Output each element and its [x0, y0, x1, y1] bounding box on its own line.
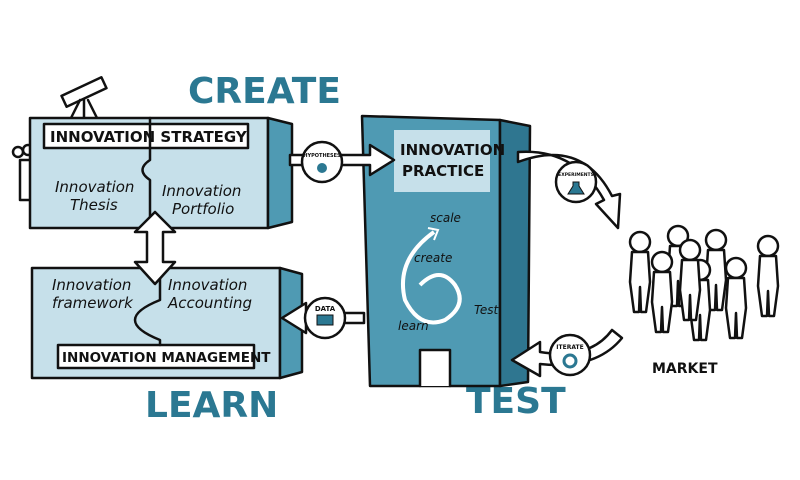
innovation-practice-tower: INNOVATION PRACTICE scale create Test le…: [360, 114, 532, 388]
svg-text:EXPERIMENTS: EXPERIMENTS: [558, 172, 594, 178]
puzzle-icon: [317, 163, 327, 173]
person-icon: [678, 238, 702, 322]
cycle-learn: learn: [398, 319, 429, 333]
iterate-arrow: [510, 328, 624, 378]
svg-text:HYPOTHESES: HYPOTHESES: [303, 153, 341, 159]
cycle-arrow-icon: [400, 230, 462, 325]
practice-title-2: PRACTICE: [402, 162, 484, 180]
cycle-test: Test: [474, 303, 499, 317]
svg-text:ITERATE: ITERATE: [556, 344, 583, 351]
strategy-header: INNOVATION STRATEGY: [50, 128, 248, 146]
innovation-strategy-box: INNOVATION STRATEGY Innovation Thesis In…: [28, 116, 294, 230]
double-arrow-icon: [133, 210, 177, 286]
framework-label-1: Innovation: [52, 276, 131, 294]
thesis-label-2: Thesis: [70, 196, 118, 214]
svg-text:DATA: DATA: [315, 305, 336, 313]
table-icon: [316, 314, 334, 326]
telescope-icon: [60, 76, 108, 122]
portfolio-label-1: Innovation: [162, 182, 241, 200]
cycle-create: create: [414, 251, 452, 265]
person-icon: [756, 234, 780, 318]
portfolio-label-2: Portfolio: [172, 200, 234, 218]
thesis-label-1: Innovation: [55, 178, 134, 196]
person-icon: [628, 230, 652, 314]
experiments-badge: EXPERIMENTS: [554, 160, 598, 204]
create-title: CREATE: [188, 71, 341, 112]
experiments-arrow: [516, 150, 622, 230]
iterate-badge: ITERATE: [548, 333, 592, 377]
cycle-scale: scale: [430, 211, 461, 225]
flask-icon: [567, 181, 585, 195]
framework-label-2: framework: [52, 294, 134, 312]
market-crowd: [628, 224, 780, 342]
refresh-icon: [562, 353, 578, 369]
learn-title: LEARN: [145, 385, 278, 426]
accounting-label-1: Innovation: [168, 276, 247, 294]
innovation-management-box: Innovation framework Innovation Accounti…: [30, 266, 304, 380]
test-title: TEST: [466, 381, 566, 422]
management-footer: INNOVATION MANAGEMENT: [62, 350, 271, 366]
practice-title-1: INNOVATION: [400, 141, 505, 159]
person-icon: [650, 250, 674, 334]
market-label: MARKET: [652, 361, 718, 377]
person-icon: [724, 256, 748, 340]
data-badge: DATA: [303, 296, 347, 340]
accounting-label-2: Accounting: [167, 294, 252, 312]
hypotheses-badge: HYPOTHESES: [300, 140, 344, 184]
